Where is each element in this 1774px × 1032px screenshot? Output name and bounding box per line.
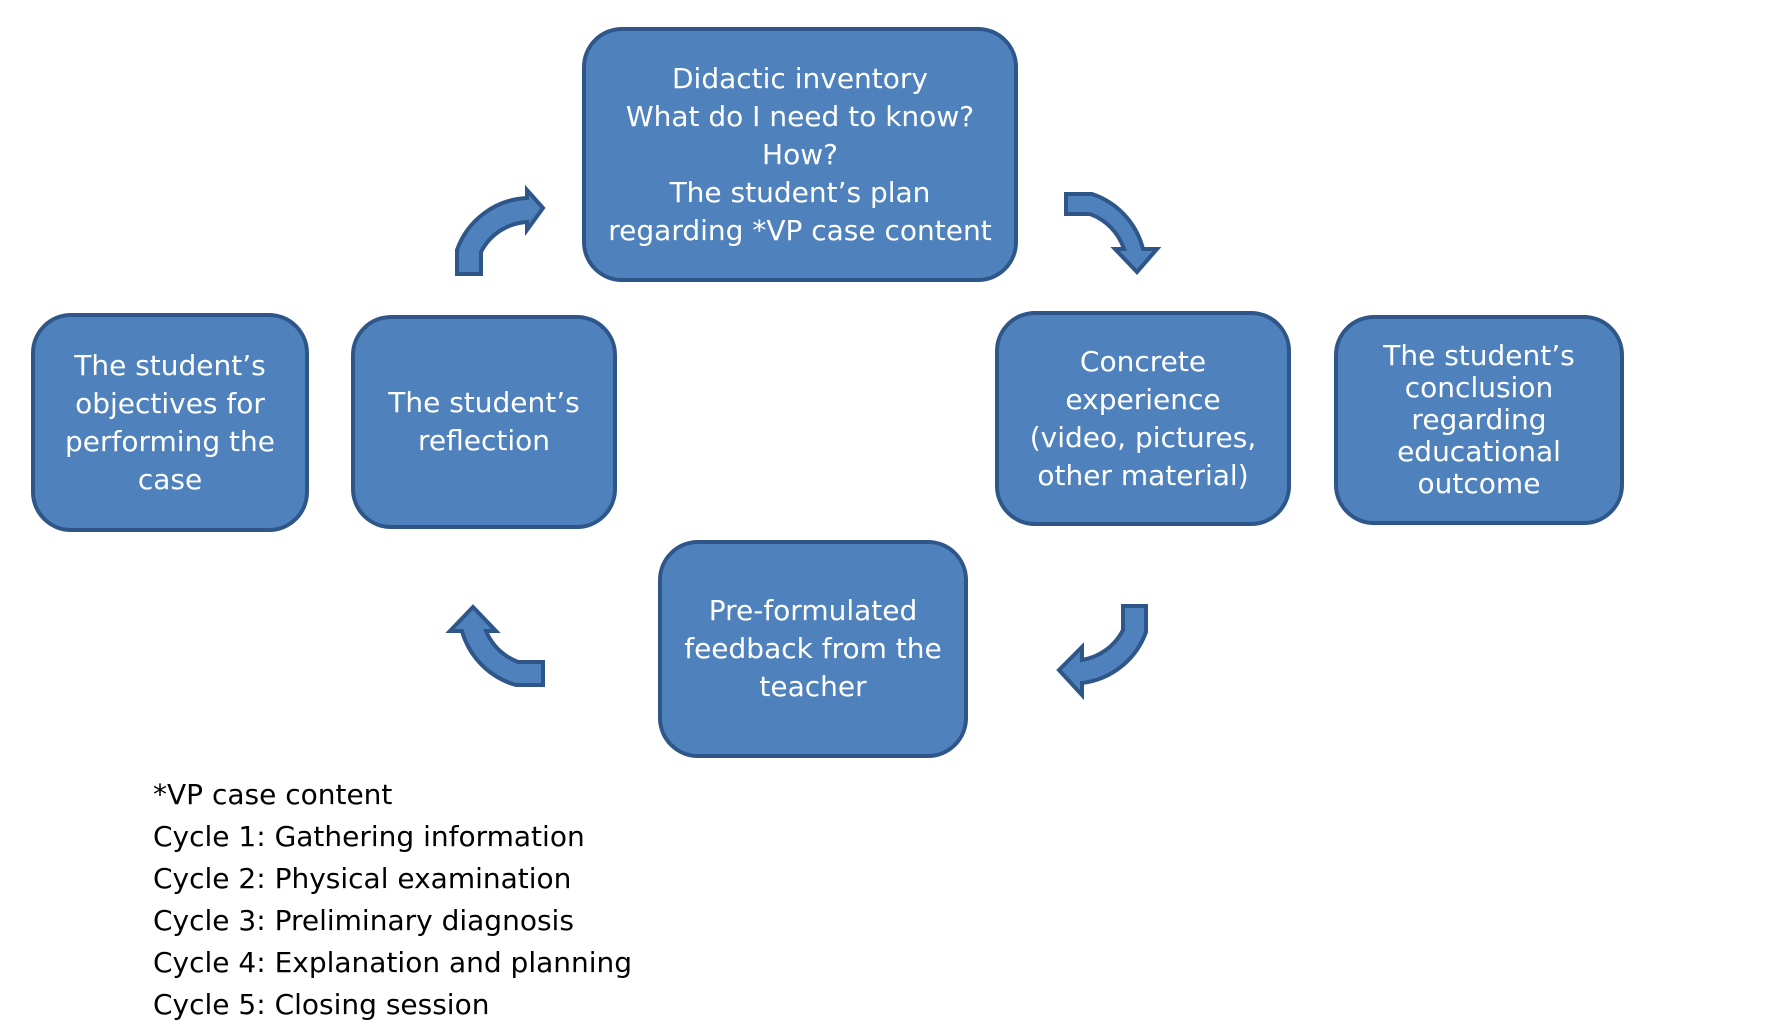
node-text-line: regarding *VP case content [608, 213, 992, 247]
node-text-line: performing the [65, 424, 275, 458]
node-student-conclusion: The student’s conclusion regarding educa… [1334, 315, 1624, 525]
node-student-reflection: The student’s reflection [351, 315, 617, 529]
node-text-line: objectives for [75, 386, 265, 420]
node-text-line: teacher [759, 670, 867, 703]
node-text-line: regarding [1411, 403, 1547, 436]
node-text-line: How? [762, 137, 838, 171]
node-didactic-inventory: Didactic inventory What do I need to kno… [582, 27, 1018, 282]
footnote-title: *VP case content [153, 778, 393, 811]
node-text-line: The student’s [74, 348, 266, 382]
node-text-line: (video, pictures, [1029, 420, 1257, 454]
node-text-line: conclusion [1404, 371, 1554, 404]
curved-arrow-up-right-icon [455, 184, 546, 276]
footnote-vp-case-content: *VP case content Cycle 1: Gathering info… [153, 774, 632, 1026]
node-text-line: educational [1397, 435, 1561, 468]
footnote-cycle-3: Cycle 3: Preliminary diagnosis [153, 904, 574, 937]
node-text-line: outcome [1417, 467, 1541, 500]
footnote-cycle-1: Cycle 1: Gathering information [153, 820, 585, 853]
node-concrete-experience: Concrete experience (video, pictures, ot… [995, 311, 1291, 526]
node-text-line: The student’s [388, 386, 580, 419]
footnote-cycle-5: Cycle 5: Closing session [153, 988, 490, 1021]
curved-arrow-left-up-icon [445, 604, 545, 687]
node-text-line: What do I need to know? [625, 99, 975, 133]
node-teacher-feedback: Pre-formulated feedback from the teacher [658, 540, 968, 758]
footnote-cycle-2: Cycle 2: Physical examination [153, 862, 572, 895]
node-text-line: The student’s [1383, 339, 1575, 372]
node-text-line: Pre-formulated [708, 594, 918, 627]
node-text-line: Didactic inventory [672, 61, 928, 95]
node-text-line: reflection [417, 424, 550, 457]
node-text-line: The student’s plan [669, 175, 931, 209]
curved-arrow-right-down-icon [1064, 192, 1162, 275]
node-student-objectives: The student’s objectives for performing … [31, 313, 309, 532]
node-text-line: experience [1065, 382, 1221, 416]
node-text-line: other material) [1037, 458, 1249, 492]
node-text-line: Concrete [1079, 344, 1207, 378]
node-text-line: feedback from the [684, 632, 942, 665]
node-text-line: case [137, 462, 203, 496]
footnote-cycle-4: Cycle 4: Explanation and planning [153, 946, 633, 979]
curved-arrow-down-left-icon [1056, 604, 1148, 701]
